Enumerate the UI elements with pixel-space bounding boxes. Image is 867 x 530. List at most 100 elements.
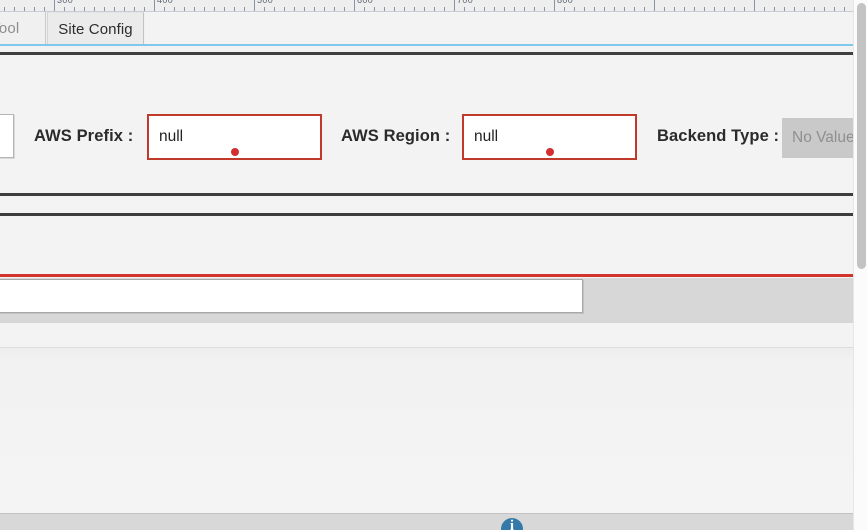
- ruler-minor-tick: [44, 7, 45, 11]
- ruler-minor-tick: [544, 7, 545, 11]
- aws-prefix-label: AWS Prefix :: [34, 127, 134, 145]
- ruler-minor-tick: [804, 7, 805, 11]
- aws-prefix-input[interactable]: null: [147, 114, 322, 160]
- ruler-label: 600: [357, 0, 374, 5]
- ruler-major-tick: [354, 0, 355, 11]
- ruler-minor-tick: [844, 7, 845, 11]
- ruler-minor-tick: [34, 7, 35, 11]
- search-input-value: [0, 280, 7, 297]
- ruler-major-tick: [454, 0, 455, 11]
- ruler-minor-tick: [814, 7, 815, 11]
- ruler-minor-tick: [574, 7, 575, 11]
- search-input[interactable]: [0, 279, 583, 313]
- ruler-minor-tick: [314, 7, 315, 11]
- ruler-minor-tick: [824, 7, 825, 11]
- ruler-minor-tick: [564, 7, 565, 11]
- ruler-minor-tick: [434, 7, 435, 11]
- ruler-minor-tick: [614, 7, 615, 11]
- aws-prefix-value: null: [159, 128, 184, 145]
- ruler-minor-tick: [634, 7, 635, 11]
- tab-bar-empty-area: [145, 12, 853, 45]
- backend-type-select[interactable]: No Value: [782, 118, 855, 158]
- ruler-minor-tick: [694, 7, 695, 11]
- ruler-minor-tick: [64, 7, 65, 11]
- ruler-minor-tick: [674, 7, 675, 11]
- ruler-major-tick: [754, 0, 755, 11]
- ruler-minor-tick: [594, 7, 595, 11]
- tab-bar: y Tool Site Config: [0, 12, 853, 46]
- ruler-major-tick: [54, 0, 55, 11]
- ruler-minor-tick: [214, 7, 215, 11]
- ruler-minor-tick: [134, 7, 135, 11]
- status-bar: [0, 513, 853, 530]
- ruler-minor-tick: [704, 7, 705, 11]
- aws-region-label: AWS Region :: [341, 127, 451, 145]
- aws-region-input[interactable]: null: [462, 114, 637, 160]
- ruler-minor-tick: [344, 7, 345, 11]
- ruler-minor-tick: [644, 7, 645, 11]
- results-header-band: [0, 323, 853, 348]
- ruler-minor-tick: [284, 7, 285, 11]
- ruler-minor-tick: [514, 7, 515, 11]
- ruler-minor-tick: [474, 7, 475, 11]
- ruler-minor-tick: [484, 7, 485, 11]
- ruler-minor-tick: [764, 7, 765, 11]
- ruler-minor-tick: [294, 7, 295, 11]
- ruler-minor-tick: [24, 7, 25, 11]
- ruler-minor-tick: [4, 7, 5, 11]
- aws-prefix-required-marker-icon: [231, 148, 239, 156]
- ruler-minor-tick: [234, 7, 235, 11]
- ruler-minor-tick: [394, 7, 395, 11]
- ruler-minor-tick: [124, 7, 125, 11]
- ruler-minor-tick: [174, 7, 175, 11]
- tab-y-tool[interactable]: y Tool: [0, 12, 46, 45]
- ruler-minor-tick: [404, 7, 405, 11]
- ruler-major-tick: [254, 0, 255, 11]
- ruler-minor-tick: [94, 7, 95, 11]
- ruler-minor-tick: [84, 7, 85, 11]
- ruler-minor-tick: [14, 7, 15, 11]
- aws-region-value: null: [474, 128, 499, 145]
- ruler-minor-tick: [364, 7, 365, 11]
- ruler-minor-tick: [624, 7, 625, 11]
- ruler-minor-tick: [534, 7, 535, 11]
- ruler-minor-tick: [304, 7, 305, 11]
- partial-left-input[interactable]: [0, 114, 14, 158]
- section-rule-middle: [0, 213, 853, 216]
- ruler-minor-tick: [264, 7, 265, 11]
- spacer-band-2: [0, 216, 853, 274]
- ruler-label: 300: [57, 0, 74, 5]
- ruler-minor-tick: [584, 7, 585, 11]
- ruler-minor-tick: [324, 7, 325, 11]
- aws-region-required-marker-icon: [546, 148, 554, 156]
- vertical-scrollbar[interactable]: [853, 0, 867, 530]
- tab-bar-bottom-rule: [0, 52, 853, 55]
- ruler-minor-tick: [784, 7, 785, 11]
- ruler-minor-tick: [224, 7, 225, 11]
- section-rule-upper: [0, 193, 853, 196]
- spacer-band-1: [0, 196, 853, 213]
- content-area: [0, 348, 853, 513]
- ruler-minor-tick: [714, 7, 715, 11]
- ruler-minor-tick: [104, 7, 105, 11]
- ruler-minor-tick: [444, 7, 445, 11]
- ruler-minor-tick: [664, 7, 665, 11]
- vertical-scrollbar-thumb[interactable]: [857, 3, 866, 269]
- tab-site-config[interactable]: Site Config: [47, 12, 144, 45]
- section-rule-error: [0, 274, 853, 277]
- tab-bar-accent-line: [0, 44, 853, 46]
- ruler-minor-tick: [684, 7, 685, 11]
- ruler-label: 800: [557, 0, 574, 5]
- ruler-minor-tick: [524, 7, 525, 11]
- ruler-minor-tick: [374, 7, 375, 11]
- ruler-minor-tick: [74, 7, 75, 11]
- ruler-label: 400: [157, 0, 174, 5]
- ruler-minor-tick: [464, 7, 465, 11]
- ruler-minor-tick: [194, 7, 195, 11]
- ruler-label: 700: [457, 0, 474, 5]
- info-icon[interactable]: i: [501, 518, 523, 530]
- ruler-major-tick: [654, 0, 655, 11]
- ruler-minor-tick: [164, 7, 165, 11]
- ruler-minor-tick: [114, 7, 115, 11]
